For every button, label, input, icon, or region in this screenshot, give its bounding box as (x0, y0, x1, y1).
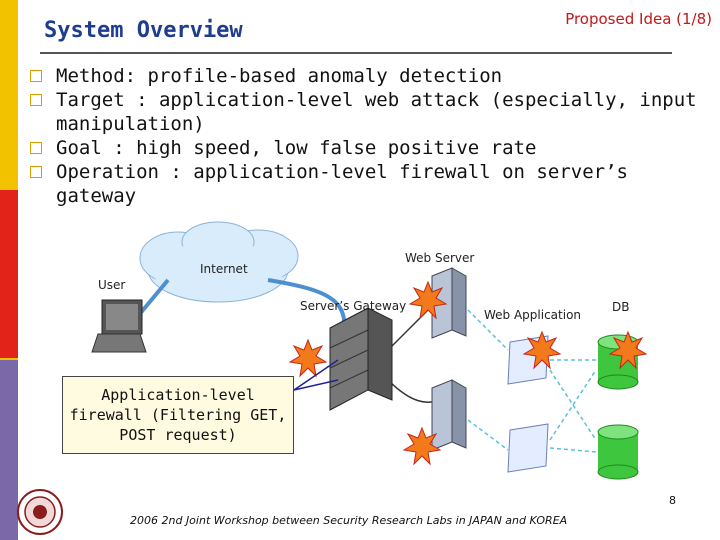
web-application-label: Web Application (484, 308, 582, 322)
firewall-callout: Application-level firewall (Filtering GE… (62, 376, 294, 454)
user-label: User (98, 278, 126, 292)
laptop-icon (91, 299, 147, 353)
sidebar-red-band (0, 190, 18, 358)
bullet-item: Operation : application-level firewall o… (30, 160, 710, 208)
firewall-icon (329, 307, 393, 411)
sidebar-purple-band (0, 360, 18, 540)
bullet-marker-icon (30, 142, 42, 154)
web-server-icon (431, 379, 467, 451)
db-label: DB (612, 300, 630, 314)
sidebar-decoration (0, 0, 18, 540)
internet-cloud-icon (139, 221, 299, 303)
callout-pointer (293, 359, 339, 391)
slide-title: System Overview (44, 18, 243, 43)
bullet-text: Method: profile-based anomaly detection (56, 65, 503, 87)
bullet-text: Goal : high speed, low false positive ra… (56, 137, 537, 159)
bullet-text: Target : application-level web attack (e… (56, 89, 697, 135)
bullet-item: Method: profile-based anomaly detection (30, 64, 710, 88)
data-flow-arrows (467, 309, 597, 453)
gateway-label: Server’s Gateway (300, 299, 407, 313)
page-number: 8 (669, 494, 676, 507)
bullet-list: Method: profile-based anomaly detection … (30, 64, 710, 208)
bullet-marker-icon (30, 94, 42, 106)
web-server-label: Web Server (405, 251, 475, 265)
callout-pointer (293, 379, 339, 391)
university-seal-icon (17, 489, 63, 535)
bullet-item: Goal : high speed, low false positive ra… (30, 136, 710, 160)
attack-burst-icon (288, 280, 648, 466)
application-document-icon (507, 423, 549, 473)
network-diagram (91, 221, 648, 480)
title-divider (40, 52, 672, 54)
bullet-item: Target : application-level web attack (e… (30, 88, 710, 136)
database-icon (597, 424, 639, 480)
bullet-text: Operation : application-level firewall o… (56, 161, 628, 207)
bullet-marker-icon (30, 166, 42, 178)
section-label: Proposed Idea (1/8) (565, 10, 712, 28)
footer-text: 2006 2nd Joint Workshop between Security… (130, 514, 568, 527)
bullet-marker-icon (30, 70, 42, 82)
internet-label: Internet (200, 262, 248, 276)
